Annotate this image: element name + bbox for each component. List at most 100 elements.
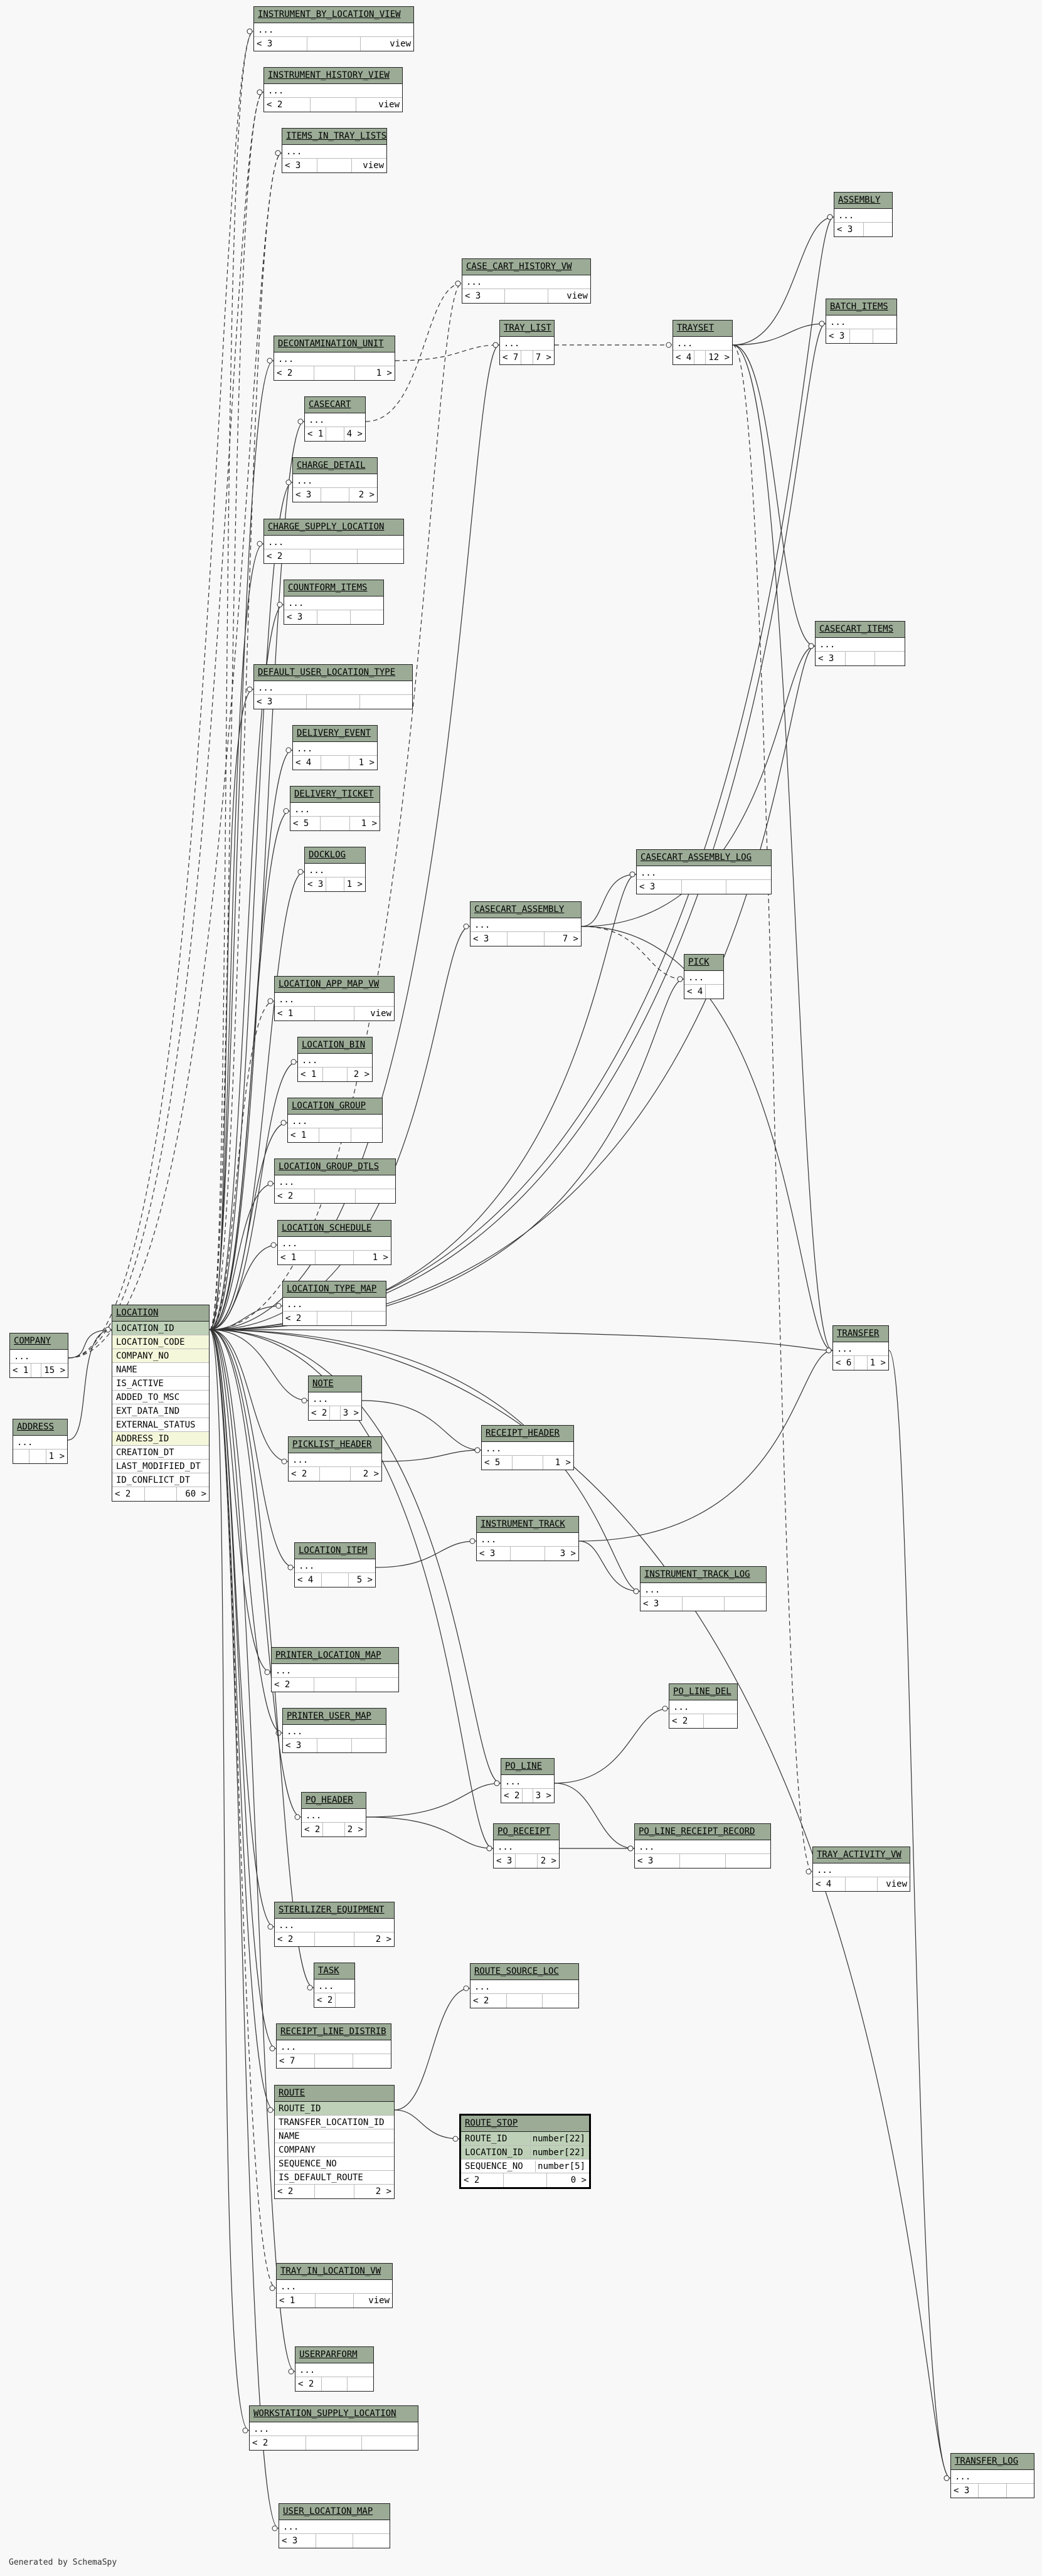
table-title[interactable]: PO_RECEIPT [494,1824,559,1840]
table-title[interactable]: CASECART_ASSEMBLY_LOG [637,850,771,866]
table-po-line-del[interactable]: PO_LINE_DEL...< 2 [669,1683,738,1729]
table-title[interactable]: DELIVERY_EVENT [293,726,377,742]
table-title[interactable]: CHARGE_DETAIL [293,458,377,474]
table-casecart-assembly-log[interactable]: CASECART_ASSEMBLY_LOG...< 3 [636,849,772,894]
table-title[interactable]: LOCATION_TYPE_MAP [283,1281,386,1298]
table-title[interactable]: CASE_CART_HISTORY_VW [462,259,590,275]
table-title[interactable]: CASECART [305,397,365,413]
table-countform-items[interactable]: COUNTFORM_ITEMS...< 3 [284,580,384,625]
table-title[interactable]: ITEMS_IN_TRAY_LISTS [282,129,386,145]
table-printer-location-map[interactable]: PRINTER_LOCATION_MAP...< 2 [271,1647,399,1692]
table-title[interactable]: STERILIZER_EQUIPMENT [275,1902,394,1919]
table-location-group[interactable]: LOCATION_GROUP...< 1 [287,1098,383,1143]
table-title[interactable]: PO_HEADER [302,1793,366,1809]
table-title[interactable]: WORKSTATION_SUPPLY_LOCATION [250,2406,418,2422]
table-title[interactable]: COMPANY [10,1333,68,1350]
table-title[interactable]: INSTRUMENT_TRACK_LOG [641,1567,766,1583]
table-transfer-log[interactable]: TRANSFER_LOG...< 3 [950,2453,1034,2498]
table-title[interactable]: LOCATION_SCHEDULE [278,1221,391,1237]
table-title[interactable]: PICK [684,955,723,971]
table-instrument-track-log[interactable]: INSTRUMENT_TRACK_LOG...< 3 [640,1566,767,1611]
table-title[interactable]: PO_LINE_DEL [669,1684,737,1700]
table-title[interactable]: PO_LINE [501,1759,554,1775]
table-title[interactable]: BATCH_ITEMS [826,299,896,315]
table-batch-items[interactable]: BATCH_ITEMS...< 3 [826,299,897,344]
table-title[interactable]: INSTRUMENT_TRACK [477,1517,578,1533]
table-title[interactable]: INSTRUMENT_BY_LOCATION_VIEW [254,7,413,23]
table-title[interactable]: LOCATION_APP_MAP_VW [275,977,394,993]
table-title[interactable]: NOTE [309,1376,361,1392]
table-title[interactable]: PO_LINE_RECEIPT_RECORD [635,1824,770,1840]
table-title[interactable]: CASECART_ITEMS [816,622,905,638]
table-title[interactable]: TRAY_IN_LOCATION_VW [277,2264,392,2280]
table-title[interactable]: LOCATION_BIN [298,1037,372,1054]
table-title[interactable]: COUNTFORM_ITEMS [284,580,383,596]
table-po-line-receipt-record[interactable]: PO_LINE_RECEIPT_RECORD...< 3 [634,1823,771,1868]
table-title[interactable]: TASK [314,1963,354,1980]
table-task[interactable]: TASK...< 2 [314,1963,355,2008]
table-address[interactable]: ADDRESS...1 > [13,1419,68,1464]
table-title[interactable]: LOCATION_GROUP_DTLS [275,1159,395,1175]
table-location-group-dtls[interactable]: LOCATION_GROUP_DTLS...< 2 [274,1158,396,1204]
table-title[interactable]: PICKLIST_HEADER [289,1437,381,1453]
table-title[interactable]: TRANSFER [833,1326,888,1342]
table-title[interactable]: USER_LOCATION_MAP [279,2504,390,2520]
table-title[interactable]: ROUTE [275,2086,394,2102]
table-title[interactable]: TRAY_LIST [500,321,554,337]
table-title[interactable]: PRINTER_LOCATION_MAP [272,1648,398,1664]
table-title[interactable]: RECEIPT_LINE_DISTRIB [277,2024,391,2040]
table-default-user-location-type[interactable]: DEFAULT_USER_LOCATION_TYPE...< 3 [253,664,413,709]
table-title[interactable]: ROUTE_STOP [461,2116,589,2132]
table-route-source-loc[interactable]: ROUTE_SOURCE_LOC...< 2 [470,1963,579,2008]
table-userparform[interactable]: USERPARFORM...< 2 [295,2346,374,2392]
table-title[interactable]: CASECART_ASSEMBLY [470,902,581,918]
table-title[interactable]: DEFAULT_USER_LOCATION_TYPE [254,665,412,681]
table-title[interactable]: DECONTAMINATION_UNIT [274,336,395,352]
table-title[interactable]: CHARGE_SUPPLY_LOCATION [264,519,403,536]
table-title[interactable]: ADDRESS [13,1419,67,1436]
table-title[interactable]: DELIVERY_TICKET [290,787,380,803]
table-location-type-map[interactable]: LOCATION_TYPE_MAP...< 2 [282,1281,386,1326]
table-title[interactable]: LOCATION_GROUP [288,1098,382,1115]
table-receipt-line-distrib[interactable]: RECEIPT_LINE_DISTRIB...< 7 [276,2023,391,2069]
table-title[interactable]: ASSEMBLY [834,193,892,209]
table-title[interactable]: LOCATION [112,1305,209,1322]
table-title[interactable]: TRANSFER_LOG [951,2454,1034,2470]
table-title[interactable]: TRAYSET [673,321,732,337]
table-charge-supply-location[interactable]: CHARGE_SUPPLY_LOCATION...< 2 [263,519,404,564]
table-user-location-map[interactable]: USER_LOCATION_MAP...< 3 [279,2503,390,2548]
table-title[interactable]: LOCATION_ITEM [295,1543,375,1559]
table-title[interactable]: RECEIPT_HEADER [482,1426,573,1442]
table-printer-user-map[interactable]: PRINTER_USER_MAP...< 3 [282,1708,386,1753]
